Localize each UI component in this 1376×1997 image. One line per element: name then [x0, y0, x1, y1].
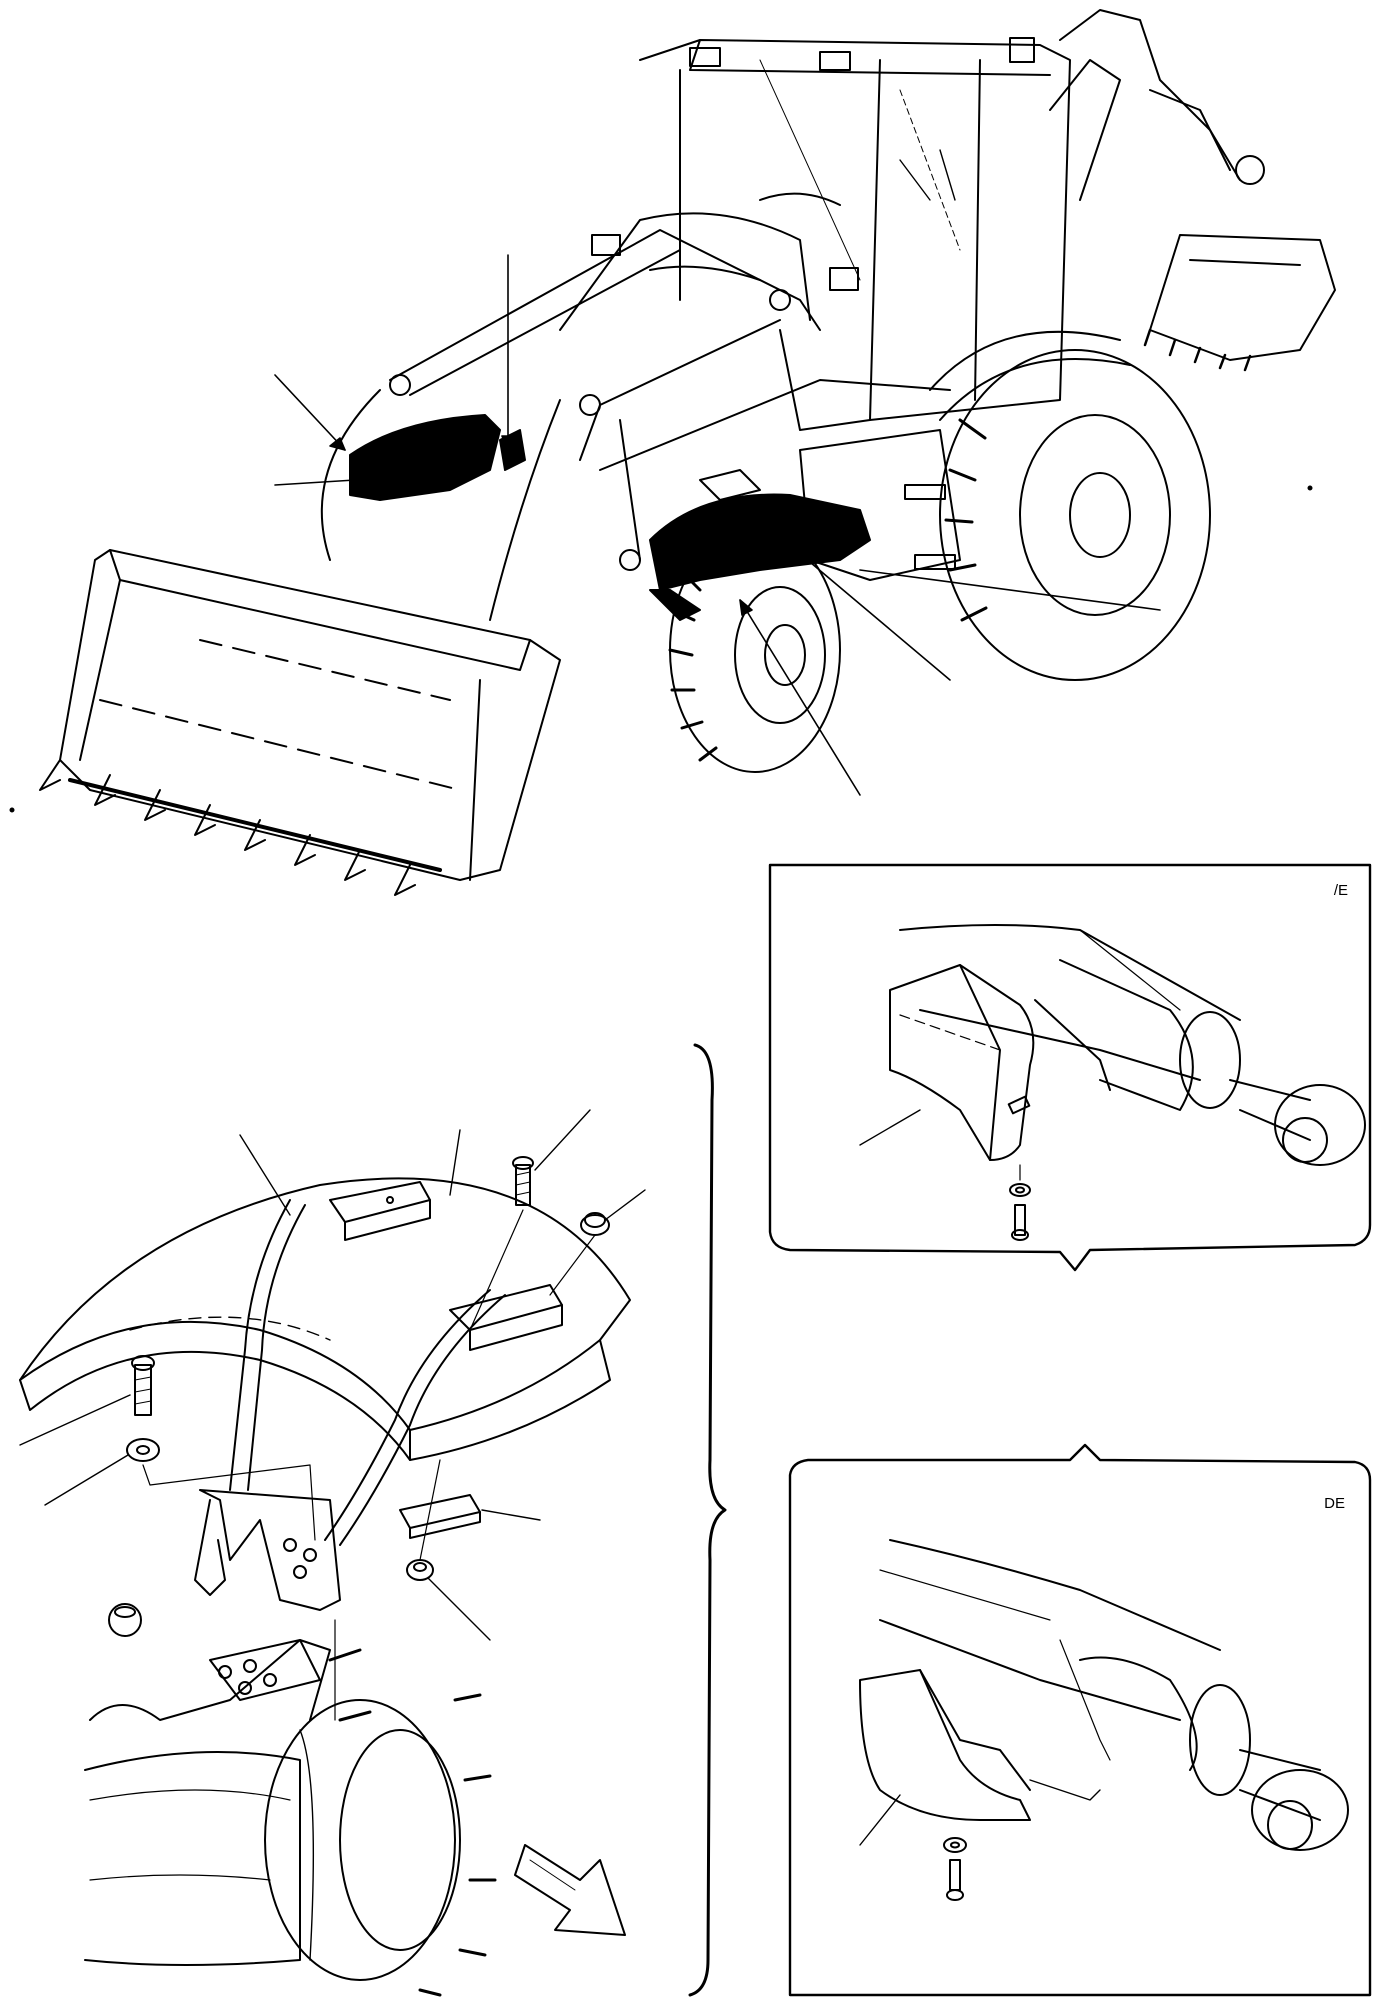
leader-line-6 — [739, 599, 861, 796]
front-axle-hub — [84, 1603, 497, 1997]
backhoe-loader-overview — [39, 9, 1336, 896]
backhoe-bucket — [1143, 234, 1336, 372]
direction-arrow-icon — [514, 1844, 626, 1936]
scan-speck — [1307, 485, 1313, 491]
assembly-lines — [142, 1209, 596, 1721]
arrow-head-1 — [329, 437, 346, 451]
fender-shell — [19, 1177, 631, 1461]
front-loader-bucket — [39, 549, 561, 896]
detail-view-upper — [768, 863, 1372, 1272]
highlighted-front-fender — [649, 469, 871, 621]
fender-bracket — [194, 1199, 506, 1611]
arrow-head-3 — [501, 435, 515, 451]
view-label-lower: DE — [1324, 1495, 1345, 1512]
fender-leaders — [19, 1109, 646, 1641]
leader-line-5 — [759, 519, 951, 681]
hardware-washer-left — [126, 1438, 160, 1462]
bucket-teeth — [39, 759, 416, 896]
grouping-brace — [688, 1043, 727, 1997]
callout-leaders — [274, 254, 1161, 796]
backhoe-arm — [1049, 9, 1265, 201]
operator-cab — [591, 37, 1071, 431]
leader-line-1 — [274, 374, 346, 451]
fender-exploded-view — [19, 1109, 646, 1721]
hardware-strap-plate — [399, 1494, 481, 1539]
arrow-head-6 — [739, 599, 753, 616]
highlighted-fender-location — [349, 414, 526, 501]
mounting-plate-top — [329, 1181, 563, 1351]
leader-line-2 — [274, 479, 356, 486]
hardware-bolt-left — [131, 1355, 155, 1416]
view-label-upper: /E — [1334, 882, 1348, 899]
hardware-nut-top — [580, 1212, 610, 1236]
rear-wheel — [929, 330, 1211, 681]
detail-view-lower — [788, 1443, 1372, 1997]
hardware-nut-bottom — [406, 1559, 434, 1581]
loader-arms — [320, 212, 951, 621]
leader-line-4 — [859, 569, 1161, 611]
scan-speck — [9, 807, 15, 813]
hardware-bolt-top — [512, 1156, 534, 1206]
